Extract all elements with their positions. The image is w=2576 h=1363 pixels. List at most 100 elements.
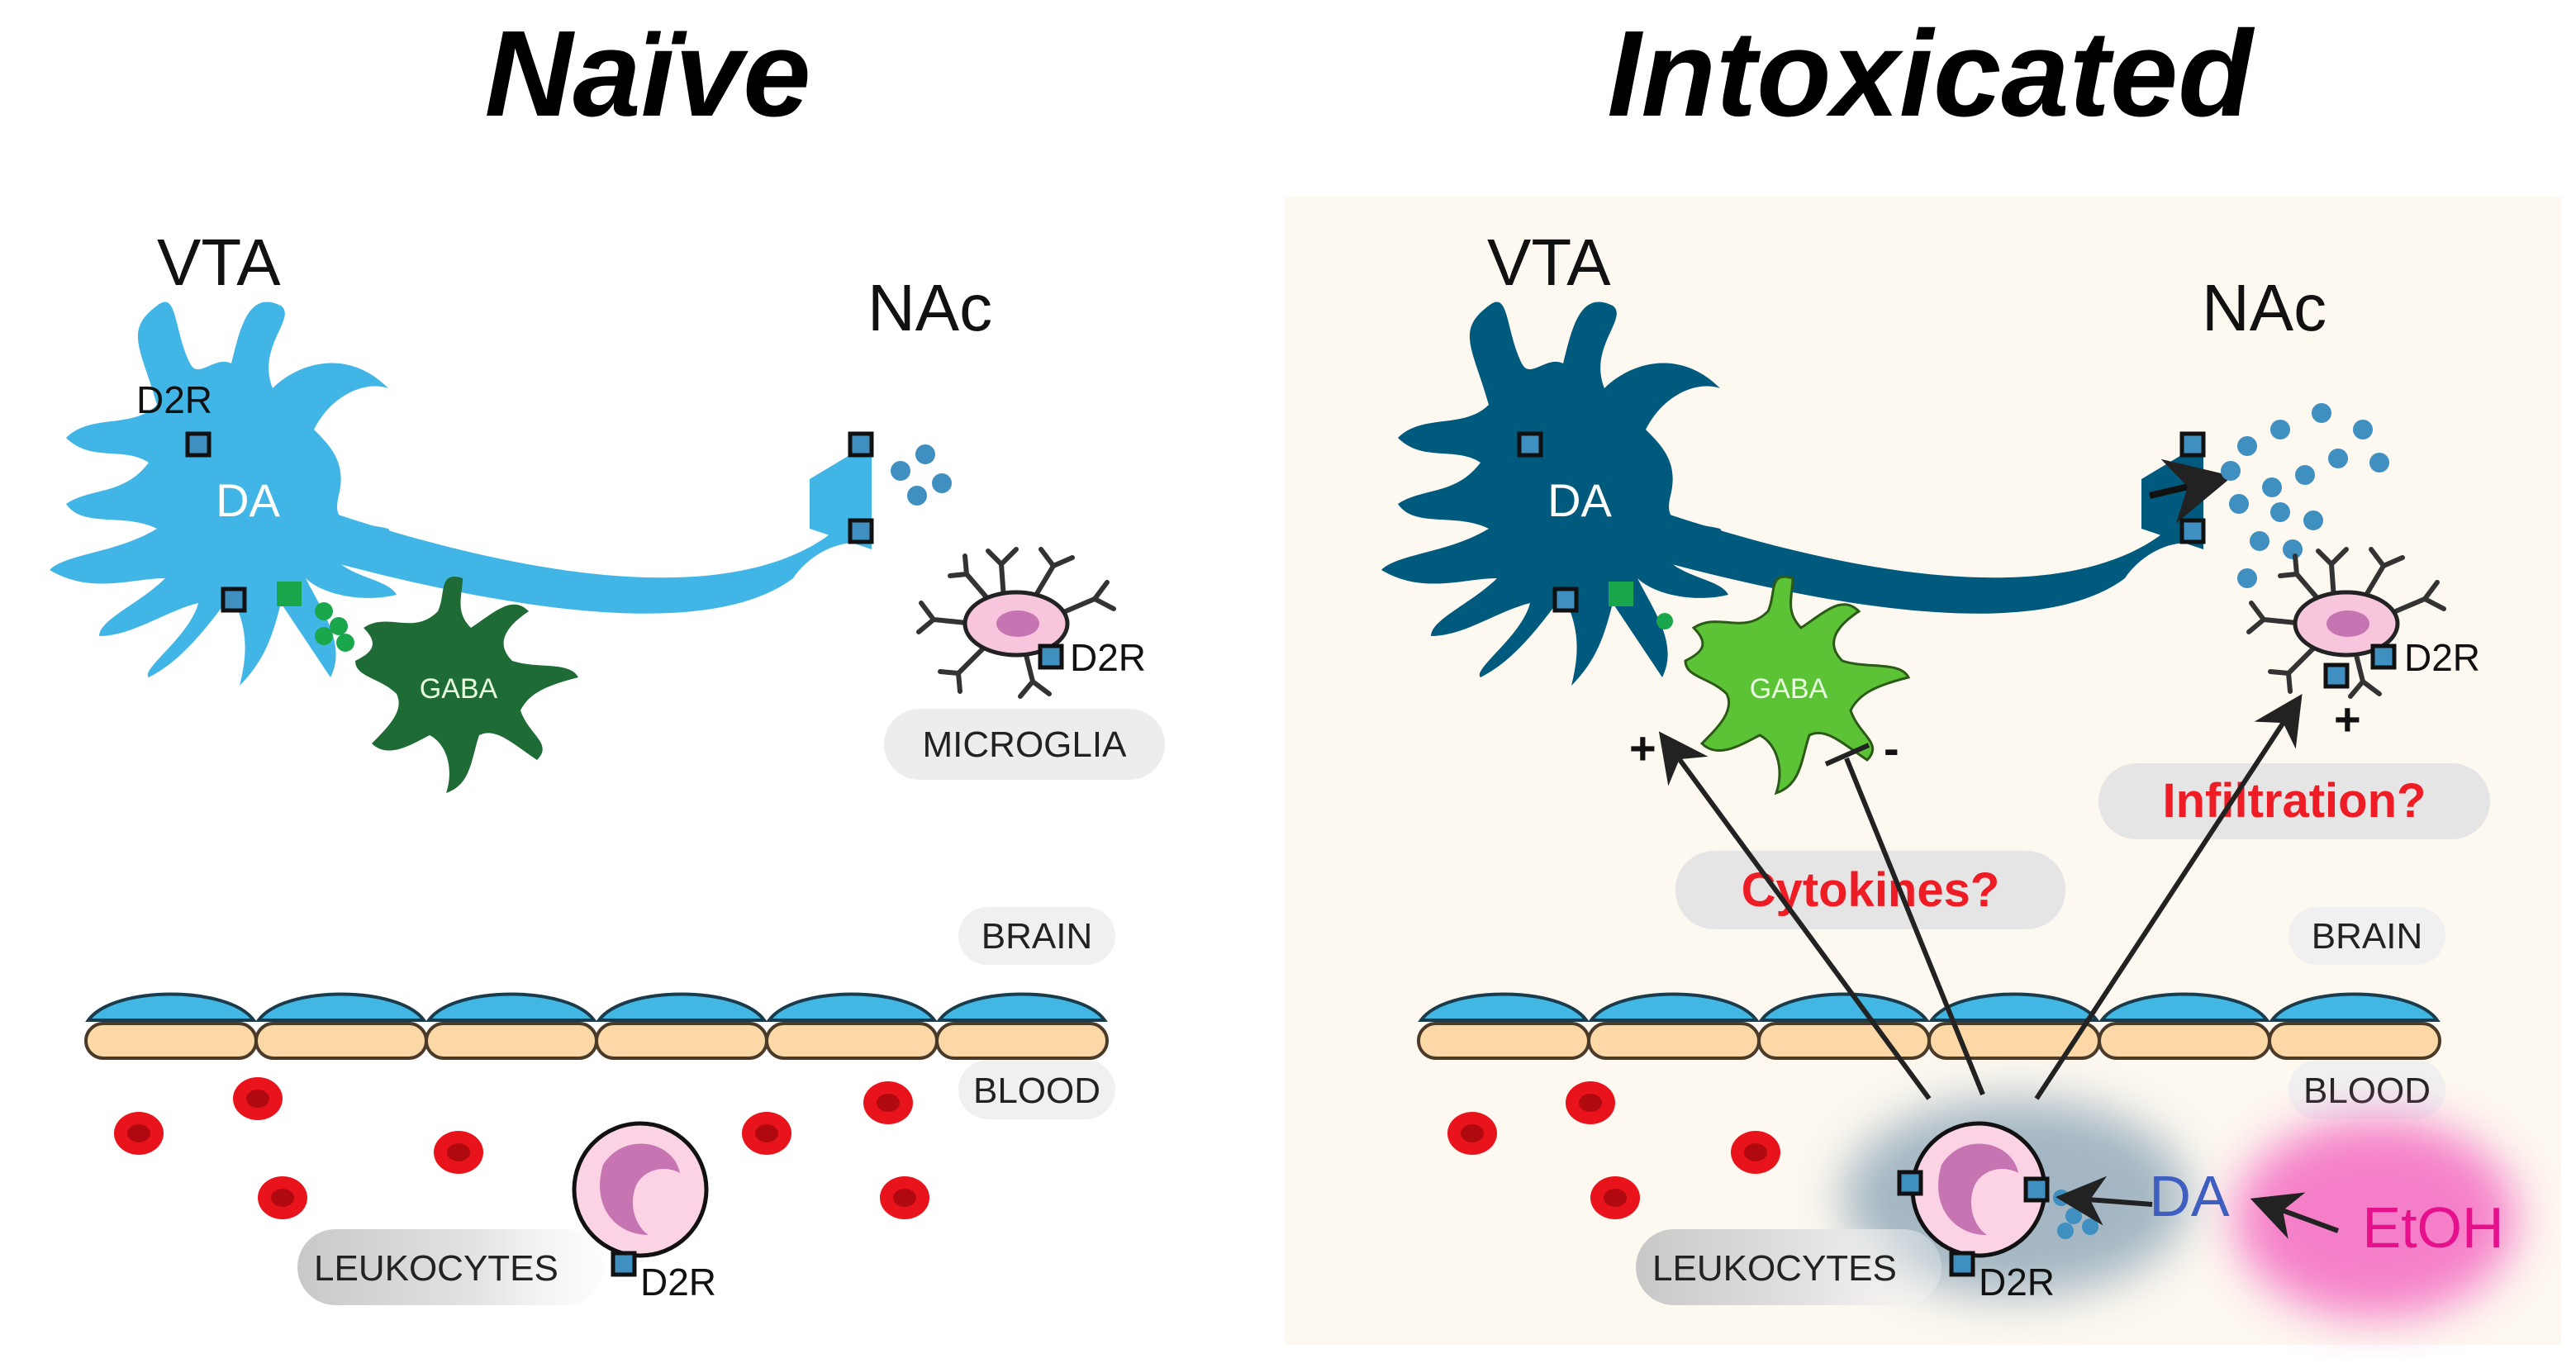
dopamine-dot — [2328, 449, 2348, 468]
gaba-dot — [330, 617, 348, 635]
intox-leukocyte-d2-receptor-icon-2 — [2026, 1179, 2047, 1200]
endothelial-cell-icon — [1417, 992, 1590, 1060]
released-da-label: DA — [2149, 1164, 2230, 1228]
red-blood-cell-icon — [880, 1176, 929, 1219]
arrow-da-to-leukocyte — [2056, 1175, 2153, 1226]
dopamine-dot — [2237, 568, 2257, 588]
naive-vta-label: VTA — [157, 226, 281, 299]
dopamine-dot — [915, 444, 935, 464]
naive-gaba-label: GABA — [420, 673, 498, 705]
naive-blood-label: BLOOD — [973, 1071, 1100, 1111]
dopamine-dot — [2057, 1223, 2074, 1239]
naive-da-label: DA — [216, 474, 280, 526]
intox-leukocytes-pill — [1636, 1229, 1942, 1305]
dopamine-dot — [2270, 502, 2290, 522]
naive-d2r-leukocyte-label: D2R — [640, 1261, 716, 1304]
endothelial-cell-icon — [2098, 992, 2271, 1060]
naive-gaba-neuron-icon — [355, 577, 578, 793]
red-blood-cell-icon — [1447, 1112, 1497, 1155]
intoxicated-panel: VTA NAc DA GABA — [1381, 226, 2516, 1318]
naive-brain-label: BRAIN — [981, 916, 1092, 957]
dopamine-dot — [2250, 531, 2269, 551]
arrow-leukocyte-to-da-neuron — [1658, 731, 1932, 1100]
intox-d2r-microglia-label: D2R — [2404, 636, 2480, 679]
intox-brain-pill — [2288, 907, 2445, 965]
excitatory-plus-sign: + — [1629, 722, 1656, 774]
naive-blood-pill — [958, 1060, 1115, 1119]
naive-d2r-microglia-label: D2R — [1070, 636, 1146, 679]
gaba-dot — [1656, 613, 1673, 629]
microglia-plus-sign: + — [2334, 693, 2361, 745]
infiltration-label: Infiltration? — [2163, 774, 2426, 828]
intox-d2-receptor-icon-4 — [2182, 520, 2203, 542]
red-blood-cell-icon — [1590, 1176, 1640, 1219]
intox-vta-label: VTA — [1487, 226, 1611, 299]
red-blood-cell-icon — [1566, 1081, 1615, 1124]
intox-leukocyte-d2-receptor-icon — [1899, 1172, 1921, 1194]
intox-d2-receptor-icon — [1519, 434, 1541, 455]
naive-panel: VTA NAc DA D2R GABA D2R MICRO — [50, 226, 1165, 1305]
naive-brain-pill — [958, 907, 1115, 965]
infiltration-pill — [2098, 763, 2490, 839]
gaba-dot — [315, 602, 333, 620]
intox-d2r-leukocyte-label: D2R — [1979, 1261, 2055, 1304]
intox-d2-receptor-icon-2 — [1555, 589, 1576, 610]
intox-d2-receptor-icon-3 — [2182, 434, 2203, 455]
endothelial-cell-icon — [2268, 992, 2441, 1060]
naive-title: Naïve — [485, 6, 811, 142]
inhibition-bar — [1824, 743, 1870, 767]
naive-microglia-d2-receptor-icon — [1040, 646, 1062, 667]
intox-leukocytes-label: LEUKOCYTES — [1652, 1248, 1897, 1289]
dopamine-dot — [2353, 420, 2373, 439]
intox-nac-label: NAc — [2202, 271, 2326, 344]
intoxicated-title: Intoxicated — [1607, 6, 2255, 142]
gaba-dot — [336, 634, 354, 652]
red-blood-cell-icon — [258, 1176, 307, 1219]
dopamine-dot — [2237, 436, 2257, 456]
etoh-glow — [2235, 1119, 2516, 1318]
dopamine-dot — [2369, 453, 2389, 473]
naive-gaba-receptor — [277, 582, 302, 606]
arrow-etoh-to-da — [2250, 1192, 2340, 1239]
endothelial-cell-icon — [425, 992, 598, 1060]
red-blood-cell-icon — [114, 1112, 164, 1155]
naive-blood-brain-barrier — [84, 992, 1109, 1060]
dopamine-dot — [2065, 1208, 2082, 1224]
intox-blood-label: BLOOD — [2303, 1071, 2431, 1111]
arrow-leukocyte-to-microglia — [2034, 693, 2303, 1100]
dopamine-dot — [2262, 477, 2282, 497]
etoh-label: EtOH — [2362, 1195, 2503, 1260]
intox-leukocyte-d2-receptor-icon-3 — [1951, 1253, 1973, 1275]
naive-d2-receptor-icon-4 — [850, 520, 872, 542]
naive-d2r-top-label: D2R — [136, 378, 212, 421]
endothelial-cell-icon — [935, 992, 1109, 1060]
dopamine-dot — [2229, 494, 2249, 514]
dopamine-dot — [907, 486, 927, 506]
intox-gaba-label: GABA — [1750, 673, 1828, 705]
endothelial-cell-icon — [765, 992, 939, 1060]
intox-blood-pill — [2288, 1060, 2445, 1119]
naive-d2-receptor-icon-2 — [223, 589, 245, 610]
naive-d2-receptor-icon — [188, 434, 209, 455]
dopamine-dot — [2270, 420, 2290, 439]
cytokines-pill — [1675, 851, 2065, 929]
dopamine-dot — [2221, 461, 2241, 481]
dopamine-dot — [2082, 1218, 2098, 1235]
intox-brain-label: BRAIN — [2312, 916, 2422, 957]
naive-leukocyte-icon — [574, 1123, 706, 1256]
dopamine-dot — [2303, 511, 2323, 530]
naive-microglia-label: MICROGLIA — [923, 724, 1128, 765]
red-blood-cell-icon — [742, 1112, 791, 1155]
intox-dopamine-release — [2221, 403, 2389, 588]
gaba-dot — [315, 627, 333, 645]
intox-da-label: DA — [1547, 474, 1612, 526]
cytokines-label: Cytokines? — [1742, 863, 2000, 917]
dopamine-dot — [2312, 403, 2331, 423]
signaling-arrows — [1658, 693, 2340, 1239]
intox-gaba-neuron-icon — [1684, 575, 1911, 795]
intox-gaba-receptor — [1609, 582, 1633, 606]
naive-leukocytes-label: LEUKOCYTES — [314, 1248, 558, 1289]
dopamine-dot — [932, 473, 952, 493]
naive-nac-label: NAc — [867, 271, 992, 344]
